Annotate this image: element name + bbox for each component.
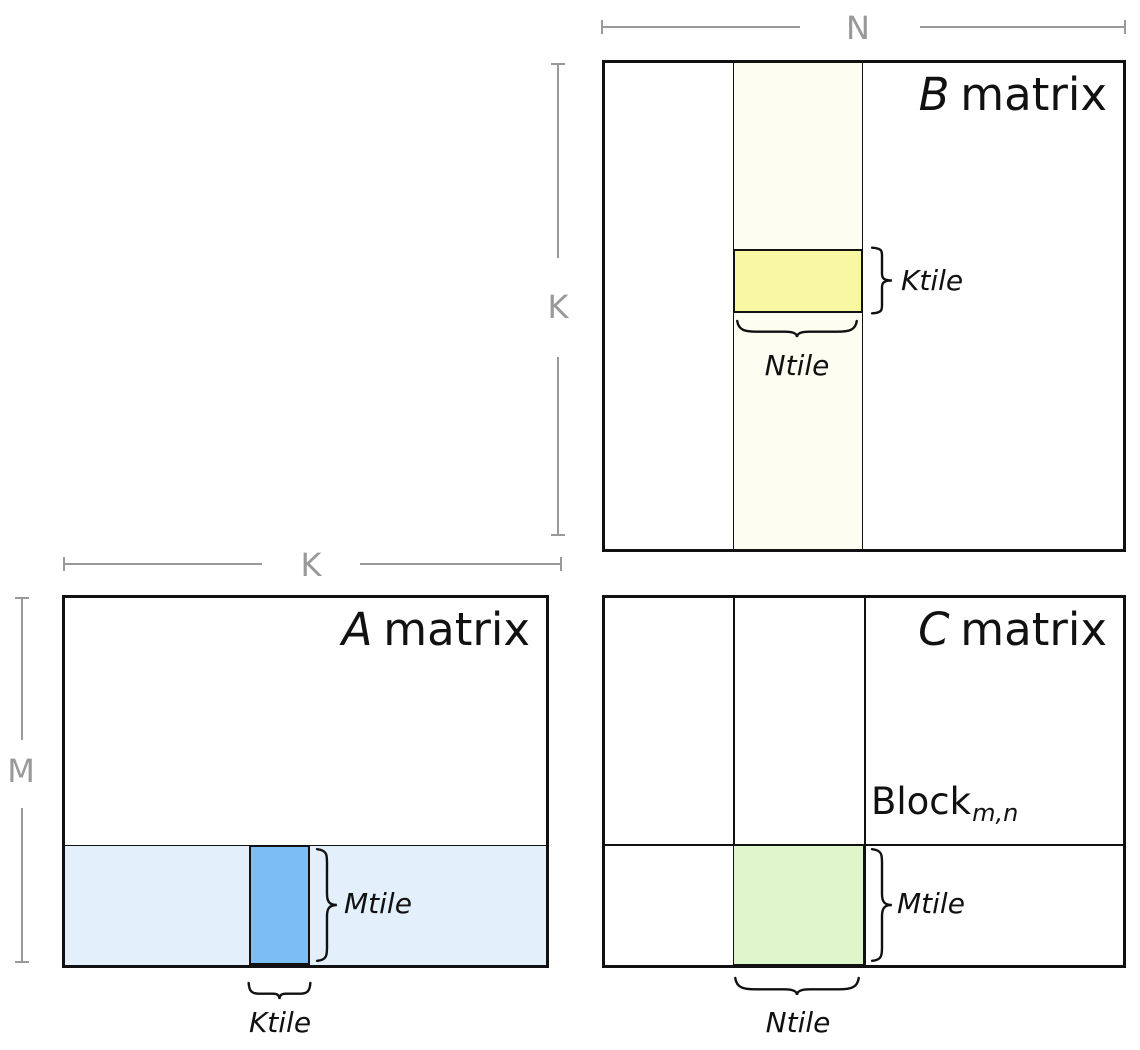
- dim-n-line-left: [602, 26, 800, 28]
- a-title-letter: A: [341, 603, 373, 656]
- a-title-word: matrix: [383, 603, 530, 656]
- b-ktile-ntile-tile: [733, 249, 863, 313]
- c-block-tile: [733, 845, 864, 965]
- c-title-word: matrix: [960, 603, 1107, 656]
- ktile-label-b: Ktile: [901, 264, 964, 297]
- ktile-brace-b: [871, 247, 893, 314]
- ntile-underbrace-c: [734, 977, 860, 996]
- c-column-line-left: [733, 598, 735, 965]
- dim-k-a-tick-right: [560, 557, 562, 571]
- dim-n-tick-right: [1124, 20, 1126, 34]
- dim-m-line-bottom: [21, 808, 23, 963]
- dim-n-line-right: [920, 26, 1126, 28]
- dim-m-line-top: [21, 598, 23, 740]
- dim-k-b-line-bottom: [557, 357, 559, 536]
- dim-k-a-tick-left: [63, 557, 65, 571]
- mtile-label-a: Mtile: [344, 887, 412, 920]
- ntile-label-c: Ntile: [765, 1006, 831, 1039]
- block-label-subscript: m,n: [972, 799, 1019, 827]
- dim-k-b-tick-top: [551, 63, 565, 65]
- dim-k-a-label: K: [300, 546, 322, 584]
- block-label-word: Block: [871, 780, 972, 823]
- mtile-label-c: Mtile: [897, 887, 965, 920]
- b-title-word: matrix: [960, 68, 1107, 121]
- ktile-underbrace-a: [248, 982, 311, 1000]
- c-column-line-right: [864, 598, 866, 965]
- dim-k-b-tick-bottom: [551, 534, 565, 536]
- dim-k-b-label: K: [547, 288, 569, 326]
- dim-k-a-line-left: [64, 563, 262, 565]
- block-label: Blockm,n: [871, 780, 1018, 827]
- dim-m-label: M: [7, 752, 35, 790]
- dim-m-tick-bottom: [15, 961, 29, 963]
- ktile-label-a: Ktile: [248, 1006, 312, 1039]
- a-mtile-ktile-tile: [249, 845, 310, 965]
- dim-n-tick-left: [601, 20, 603, 34]
- ntile-underbrace-b: [736, 320, 858, 338]
- dim-n-label: N: [846, 9, 870, 47]
- ntile-label-b: Ntile: [764, 349, 830, 382]
- dim-k-a-line-right: [360, 563, 562, 565]
- b-title-letter: B: [918, 68, 950, 121]
- mtile-brace-a: [316, 848, 338, 962]
- dim-k-b-line-top: [557, 64, 559, 258]
- c-row-line: [605, 844, 1123, 846]
- mtile-brace-c: [871, 848, 893, 962]
- c-title-letter: C: [918, 603, 950, 656]
- dim-m-tick-top: [15, 597, 29, 599]
